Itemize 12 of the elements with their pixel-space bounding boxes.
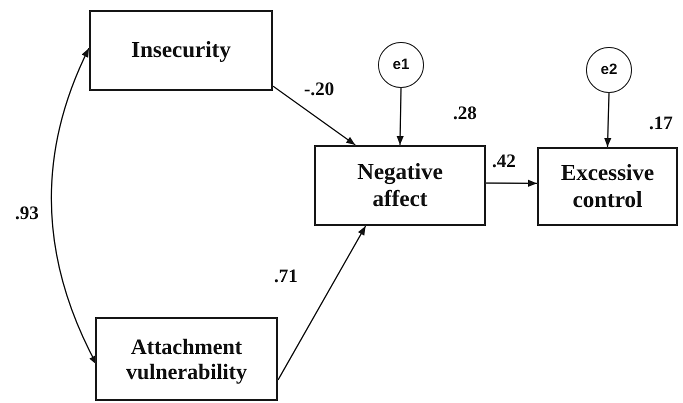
variable-box: Attachment vulnerability [95, 317, 278, 401]
arrow [277, 226, 366, 380]
arrow [486, 180, 537, 187]
variable-box: Excessive control [537, 147, 678, 226]
arrow [272, 86, 356, 146]
arrow [396, 88, 404, 146]
variable-box: Negative affect [314, 145, 486, 226]
curved-arrow [50, 48, 98, 366]
error-circle: e1 [378, 42, 424, 88]
arrow [604, 92, 612, 148]
variable-box: Insecurity [89, 10, 273, 91]
error-circle: e2 [586, 47, 632, 93]
